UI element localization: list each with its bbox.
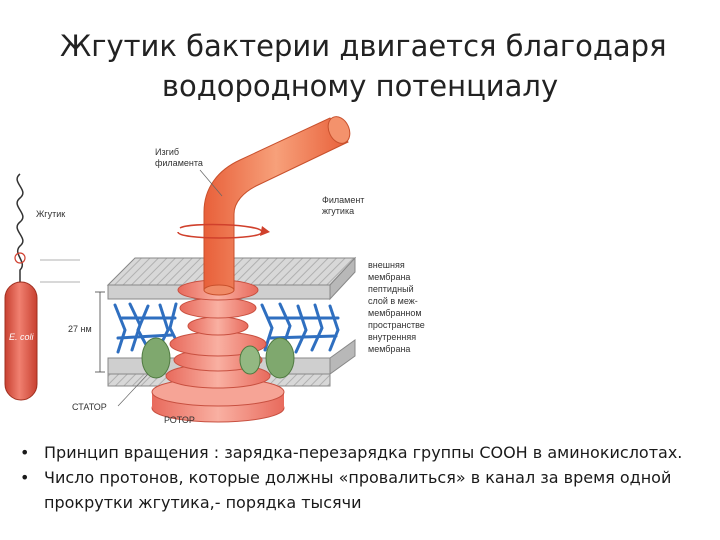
layer-labels: внешняя мембрана пептидный слой в меж- м… — [368, 260, 425, 354]
stator-unit-center — [239, 345, 261, 375]
stator-unit-left — [141, 337, 171, 379]
layer-label: мембранном — [368, 308, 422, 318]
slide-title: Жгутик бактерии двигается благодаря водо… — [60, 26, 667, 106]
layer-label: мембрана — [368, 272, 410, 282]
rotation-indicator — [14, 252, 26, 264]
label-rotor: РОТОР — [164, 415, 195, 425]
bullet-list: Принцип вращения : зарядка-перезарядка г… — [18, 440, 708, 515]
layer-label: пространстве — [368, 320, 425, 330]
label-ecoli: E. coli — [9, 332, 35, 342]
label-bend-2: филамента — [155, 158, 203, 168]
rotation-arrow — [177, 223, 270, 239]
ecoli-cell — [4, 281, 38, 401]
layer-label: пептидный — [368, 284, 414, 294]
leader-bend — [199, 169, 223, 197]
label-flagellum: Жгутик — [36, 209, 65, 219]
bullet-item: Число протонов, которые должны «провалит… — [18, 465, 708, 515]
layer-label: слой в меж- — [368, 296, 418, 306]
bullet-item: Принцип вращения : зарядка-перезарядка г… — [18, 440, 708, 465]
label-filament-1: Филамент — [322, 195, 364, 205]
title-line-1: Жгутик бактерии двигается благодаря — [60, 29, 667, 63]
flagellum-wave — [16, 173, 24, 284]
scale-bar: 27 нм — [68, 291, 105, 373]
filament — [203, 116, 351, 296]
label-bend-1: Изгиб — [155, 147, 179, 157]
bacterium-cell-illustration: Жгутик E. coli — [4, 173, 80, 401]
outer-membrane — [106, 256, 357, 301]
stator-unit-right — [265, 337, 295, 379]
label-stator: СТАТОР — [72, 402, 107, 412]
leader-stator — [117, 373, 149, 407]
layer-label: внешняя — [368, 260, 405, 270]
flagellar-motor-diagram: Жгутик E. coli 27 нм — [4, 116, 425, 425]
stator — [141, 337, 295, 379]
layer-label: внутренняя — [368, 332, 416, 342]
title-line-2: водородному потенциалу — [161, 69, 559, 103]
layer-label: мембрана — [368, 344, 410, 354]
label-size: 27 нм — [68, 324, 92, 334]
label-filament-2: жгутика — [322, 206, 354, 216]
